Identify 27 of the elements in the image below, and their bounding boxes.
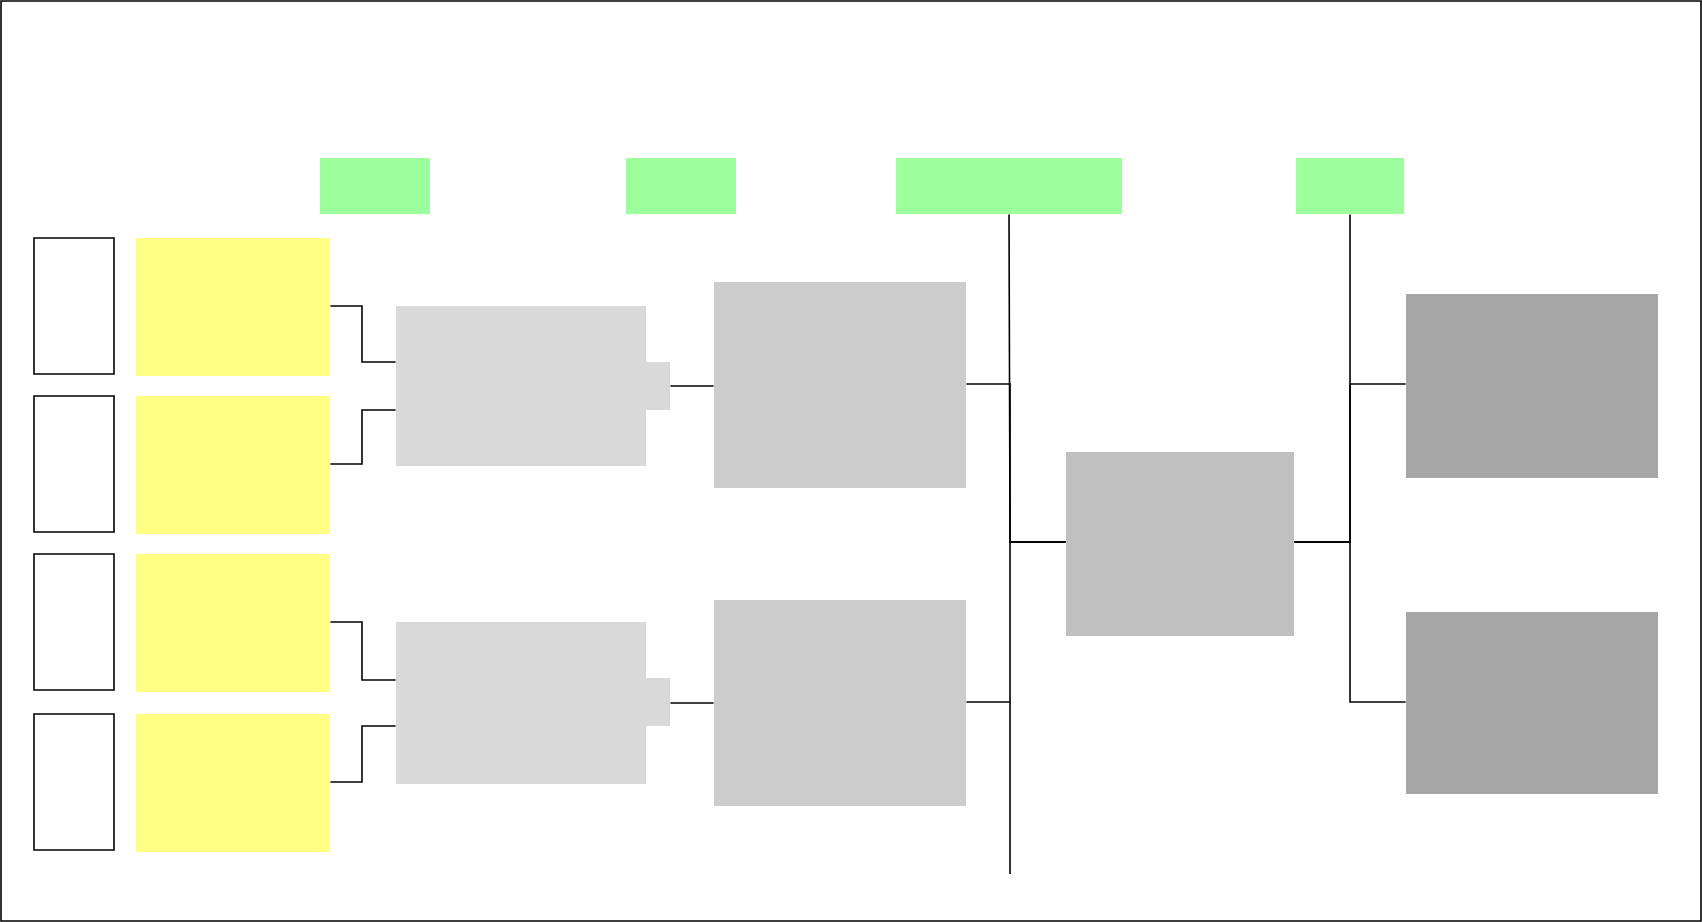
process-box — [714, 600, 966, 806]
input-box — [136, 714, 330, 852]
connector — [329, 621, 397, 681]
input-box — [136, 238, 330, 376]
outlined-box — [33, 553, 115, 691]
header-bar — [896, 158, 1122, 214]
outlined-box — [33, 713, 115, 851]
process-box — [714, 282, 966, 488]
connector — [965, 541, 1067, 703]
output-box — [1406, 612, 1658, 794]
connector — [1293, 541, 1407, 703]
connector — [669, 385, 715, 387]
connector — [329, 409, 397, 465]
header-bar — [320, 158, 430, 214]
header-bar — [1296, 158, 1404, 214]
input-box — [136, 396, 330, 534]
tabbed-box — [396, 622, 670, 784]
process-box — [1066, 452, 1294, 636]
outlined-box — [33, 395, 115, 533]
connector — [329, 725, 397, 783]
connector — [329, 305, 397, 363]
outlined-box — [33, 237, 115, 375]
connector — [669, 702, 715, 704]
tabbed-box — [396, 306, 670, 466]
input-box — [136, 554, 330, 692]
output-box — [1406, 294, 1658, 478]
header-bar — [626, 158, 736, 214]
